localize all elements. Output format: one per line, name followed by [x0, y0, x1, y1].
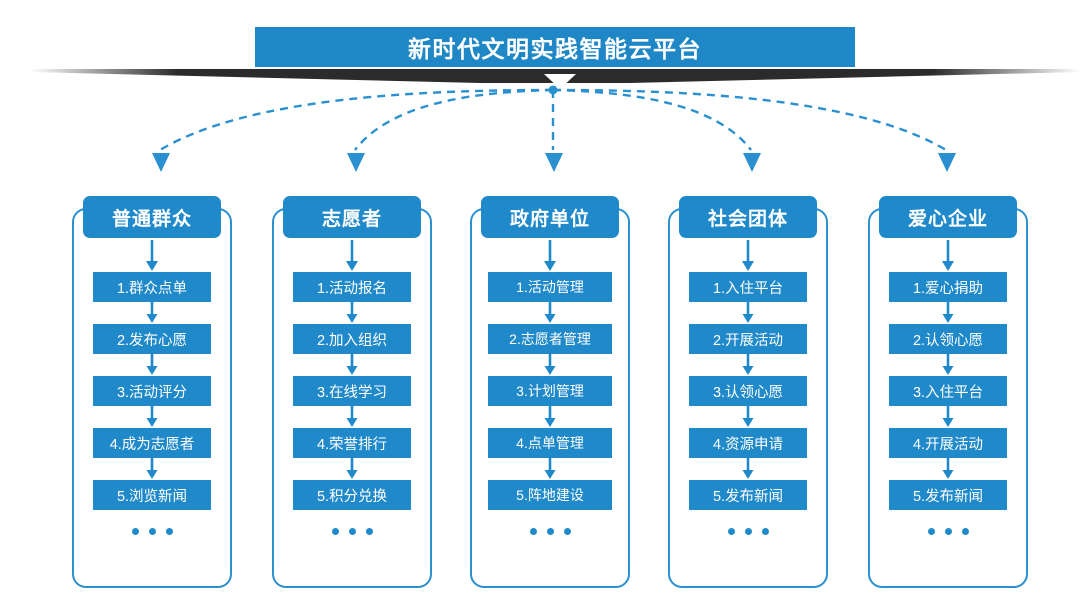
column-body-4: 1.爱心捐助 2.认领心愿 3.入住平台 4.开展活动 5.发布新闻: [870, 272, 1026, 535]
step-item[interactable]: 1.群众点单: [93, 272, 211, 302]
connector-arrowheads: [152, 153, 956, 172]
step-item[interactable]: 5.积分兑换: [293, 480, 411, 510]
column-body-2: 1.活动管理 2.志愿者管理 3.计划管理 4.点单管理 5.阵地建设: [472, 272, 628, 535]
down-arrow-icon: [346, 458, 358, 479]
page-title: 新时代文明实践智能云平台: [255, 27, 855, 67]
title-shadow-ribbon: [30, 69, 1080, 89]
step-item[interactable]: 5.发布新闻: [889, 480, 1007, 510]
step-item[interactable]: 2.认领心愿: [889, 324, 1007, 354]
more-items-ellipsis: [927, 528, 969, 535]
down-arrow-icon: [544, 302, 556, 323]
step-item[interactable]: 2.加入组织: [293, 324, 411, 354]
connector-hub-node: [548, 85, 558, 95]
column-爱心企业[interactable]: 爱心企业 1.爱心捐助 2.认领心愿 3.入住平台 4.开展活动: [868, 196, 1028, 588]
header-to-step-arrow-4: [942, 240, 954, 271]
column-header-3[interactable]: 社会团体: [679, 196, 817, 238]
down-arrow-icon: [346, 354, 358, 375]
down-arrow-icon: [544, 458, 556, 479]
more-items-ellipsis: [727, 528, 769, 535]
step-item[interactable]: 4.开展活动: [889, 428, 1007, 458]
header-to-step-arrow-0: [146, 240, 158, 271]
column-header-2[interactable]: 政府单位: [481, 196, 619, 238]
down-arrow-icon: [742, 354, 754, 375]
down-arrow-icon: [146, 302, 158, 323]
down-arrow-icon: [346, 302, 358, 323]
column-header-0[interactable]: 普通群众: [83, 196, 221, 238]
step-item[interactable]: 3.入住平台: [889, 376, 1007, 406]
connector-to-column-4: [552, 88, 752, 151]
connector-to-column-1: [159, 88, 554, 152]
column-header-4[interactable]: 爱心企业: [879, 196, 1017, 238]
step-item[interactable]: 2.发布心愿: [93, 324, 211, 354]
step-item[interactable]: 1.爱心捐助: [889, 272, 1007, 302]
column-body-0: 1.群众点单 2.发布心愿 3.活动评分 4.成为志愿者 5.浏览新闻: [74, 272, 230, 535]
header-to-step-arrow-2: [544, 240, 556, 271]
down-arrow-icon: [742, 406, 754, 427]
column-header-1[interactable]: 志愿者: [283, 196, 421, 238]
down-arrow-icon: [942, 406, 954, 427]
down-arrow-icon: [942, 354, 954, 375]
down-arrow-icon: [942, 458, 954, 479]
platform-title-banner: 新时代文明实践智能云平台: [30, 27, 1080, 89]
step-item[interactable]: 3.在线学习: [293, 376, 411, 406]
step-item[interactable]: 2.开展活动: [689, 324, 807, 354]
down-arrow-icon: [146, 354, 158, 375]
step-item[interactable]: 1.活动管理: [488, 272, 612, 302]
header-to-step-arrow-3: [742, 240, 754, 271]
more-items-ellipsis: [331, 528, 373, 535]
down-arrow-icon: [544, 406, 556, 427]
step-item[interactable]: 2.志愿者管理: [488, 324, 612, 354]
step-item[interactable]: 3.活动评分: [93, 376, 211, 406]
connector-to-column-5: [552, 88, 947, 152]
step-item[interactable]: 1.入住平台: [689, 272, 807, 302]
down-arrow-icon: [146, 458, 158, 479]
more-items-ellipsis: [529, 528, 571, 535]
down-arrow-icon: [742, 458, 754, 479]
down-arrow-icon: [942, 302, 954, 323]
step-item[interactable]: 4.资源申请: [689, 428, 807, 458]
step-item[interactable]: 5.阵地建设: [488, 480, 612, 510]
header-to-step-arrow-1: [346, 240, 358, 271]
connector-to-column-2: [354, 88, 554, 151]
down-arrow-icon: [544, 354, 556, 375]
column-志愿者[interactable]: 志愿者 1.活动报名 2.加入组织 3.在线学习 4.荣誉排行: [272, 196, 432, 588]
step-item[interactable]: 4.点单管理: [488, 428, 612, 458]
step-item[interactable]: 4.成为志愿者: [93, 428, 211, 458]
step-item[interactable]: 3.计划管理: [488, 376, 612, 406]
down-arrow-icon: [146, 406, 158, 427]
column-普通群众[interactable]: 普通群众 1.群众点单 2.发布心愿 3.活动评分 4.成为志愿者: [72, 196, 232, 588]
down-arrow-icon: [742, 302, 754, 323]
column-政府单位[interactable]: 政府单位 1.活动管理 2.志愿者管理 3.计划管理 4.点单管理: [470, 196, 630, 588]
column-body-3: 1.入住平台 2.开展活动 3.认领心愿 4.资源申请 5.发布新闻: [670, 272, 826, 535]
more-items-ellipsis: [131, 528, 173, 535]
column-body-1: 1.活动报名 2.加入组织 3.在线学习 4.荣誉排行 5.积分兑换: [274, 272, 430, 535]
column-社会团体[interactable]: 社会团体 1.入住平台 2.开展活动 3.认领心愿 4.资源申请: [668, 196, 828, 588]
step-item[interactable]: 1.活动报名: [293, 272, 411, 302]
step-item[interactable]: 4.荣誉排行: [293, 428, 411, 458]
step-item[interactable]: 5.发布新闻: [689, 480, 807, 510]
step-item[interactable]: 5.浏览新闻: [93, 480, 211, 510]
down-arrow-icon: [346, 406, 358, 427]
step-item[interactable]: 3.认领心愿: [689, 376, 807, 406]
